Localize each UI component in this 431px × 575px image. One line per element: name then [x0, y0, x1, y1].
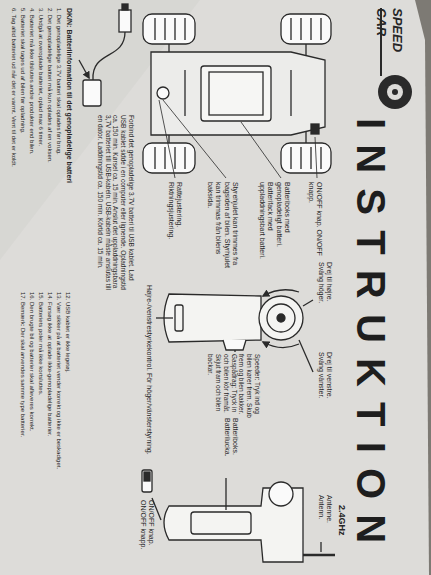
callout-text: Speeder: Tryk ind og bilen kører frem. S…	[206, 354, 261, 418]
callout-text: Antenne. Antenn.	[316, 495, 333, 541]
callout-text: Styrehjulet kan trimmes fra bagsiden af …	[205, 182, 239, 268]
list-item: 4. Batteriet må ikke tilsluttes andre pr…	[28, 8, 35, 286]
usb-cable	[79, 4, 131, 106]
document-title: INSTRUKTION	[351, 118, 391, 558]
callout-text: Rattejustering. Riktningsjustering.	[166, 182, 183, 268]
instruction-text: Forbind det genopladelige 3.7V batteri t…	[96, 115, 135, 295]
list-item: 3. Undgå at overoplade batteriet, oplad …	[37, 8, 44, 286]
list-item: 2. Det genopladelige batteri må kun opla…	[46, 8, 53, 286]
list-item: 1. Det genopladelige 3.7V batteri skal o…	[55, 8, 62, 286]
list-item: 16. Den brugte bil og batterier skal afl…	[28, 292, 35, 568]
transmitter-side	[142, 470, 335, 562]
list-item: 17. Bemærk: Der skal anvendes samme type…	[19, 292, 26, 568]
callout-text: Højre-/venstrestyrkekontrol. För höger/v…	[145, 285, 153, 457]
callout-text: Batteriboks med genopladeligt batteri. B…	[257, 182, 291, 268]
brand-logo: SPEED CAR	[374, 8, 405, 80]
car-illustration	[143, 14, 331, 173]
callout-text: ON/OFF knap. ON/OFF knapp.	[138, 500, 155, 570]
list-item: 15. Batteriets poler må ikke kortsluttes…	[37, 292, 44, 568]
callout-text: ON/OFF knap. ON/OFF knapp.	[306, 182, 323, 264]
list-item: 13. Vær sikker på at batteriet vender ko…	[55, 292, 62, 568]
list-item: 12. USB kablet er ikke legetøj.	[64, 292, 71, 568]
list-item: 6. Tag altid batteriet ud når det er var…	[10, 8, 17, 286]
leader-lines	[159, 100, 317, 178]
list-item: 5. Batteriet skal tages ud af bilen før …	[19, 8, 26, 286]
callout-text: Drej til venstre. Sväng vänster.	[316, 352, 333, 416]
callout-text: Drej til højre. Sväng höger.	[316, 262, 333, 322]
list-item: 14. Forsøg ikke at oplade ikke-genoplade…	[46, 292, 53, 568]
frequency-label: 2.4GHz	[336, 505, 347, 565]
callout-text: Batteriboks. Batterilucka.	[222, 418, 239, 476]
section-heading: DK/N: Batteriinformation til det genopla…	[65, 8, 73, 286]
